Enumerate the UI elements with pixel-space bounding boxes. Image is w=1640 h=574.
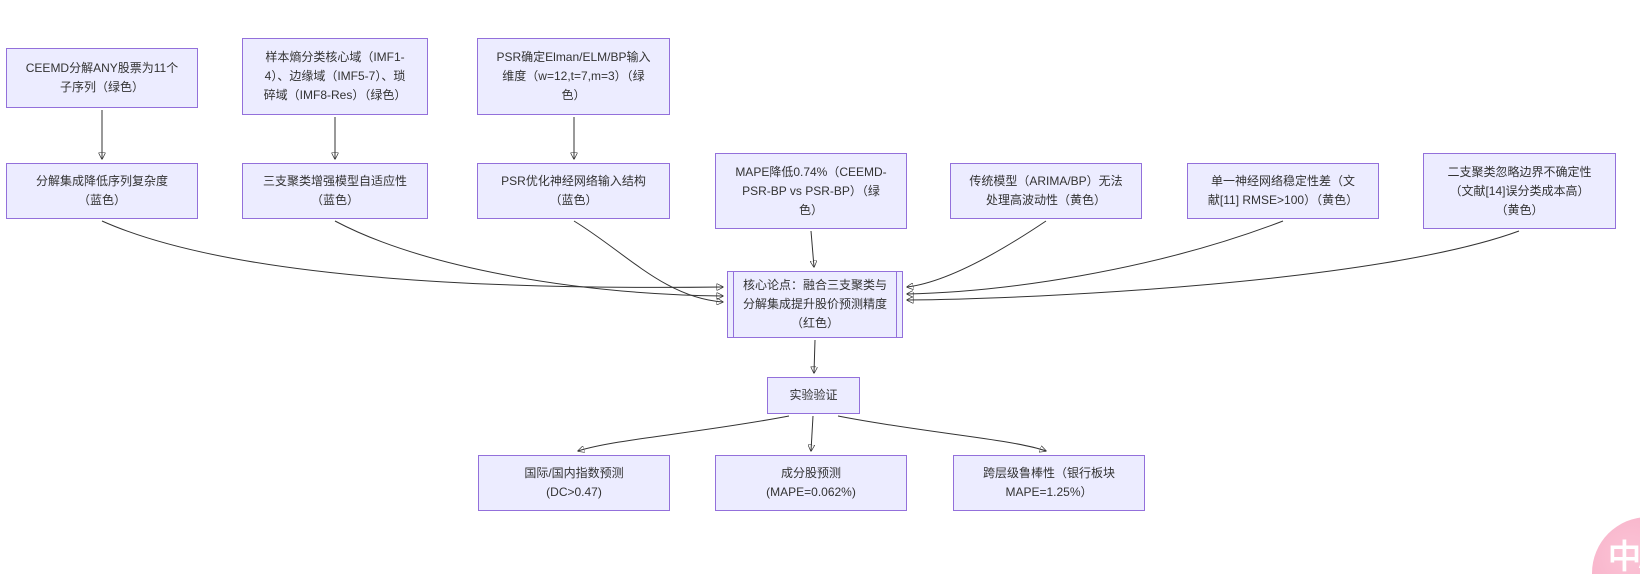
edge-single-nn-to-core [907,220,1284,294]
node-sample-entropy-classification: 样本熵分类核心域（IMF1- 4）、边缘域（IMF5-7）、琐 碎域（IMF8-… [242,38,428,115]
edge-three-way-to-core [334,220,723,296]
edge-experiment-to-component-pred [811,415,813,451]
node-index-prediction: 国际/国内指数预测 (DC>0.47) [478,455,670,511]
node-decomposition-ensemble: 分解集成降低序列复杂度 （蓝色） [6,163,198,219]
translate-badge-label: 中A [1608,538,1640,574]
edge-decomposition-to-core [101,220,723,287]
edge-two-way-to-core [907,230,1520,300]
node-experiment-validation: 实验验证 [767,377,860,414]
edge-experiment-to-index-pred [578,415,790,451]
node-traditional-model-limit: 传统模型（ARIMA/BP）无法 处理高波动性（黄色） [950,163,1142,219]
node-two-way-clustering-limit: 二支聚类忽略边界不确定性 （文献[14]误分类成本高） （黄色） [1423,153,1616,229]
edge-psr-opt-to-core [573,220,723,302]
node-ceemd-decomposition: CEEMD分解ANY股票为11个 子序列（绿色） [6,48,198,108]
node-psr-input-dimension: PSR确定Elman/ELM/BP输入 维度（w=12,t=7,m=3）（绿 色… [477,38,670,115]
node-three-way-clustering: 三支聚类增强模型自适应性 （蓝色） [242,163,428,219]
node-single-nn-instability: 单一神经网络稳定性差（文 献[11] RMSE>100）（黄色） [1187,163,1379,219]
edge-mape-gain-to-core [811,230,814,267]
node-component-stock-prediction: 成分股预测 (MAPE=0.062%) [715,455,907,511]
node-cross-level-robustness: 跨层级鲁棒性（银行板块 MAPE=1.25%） [953,455,1145,511]
edge-experiment-to-robustness [837,415,1046,451]
edge-core-to-experiment [814,339,815,373]
edge-traditional-to-core [907,220,1047,287]
node-psr-optimization: PSR优化神经网络输入结构 （蓝色） [477,163,670,219]
node-core-thesis: 核心论点：融合三支聚类与 分解集成提升股价预测精度 （红色） [727,271,903,338]
translate-badge[interactable]: 中A こ [1592,517,1640,574]
node-mape-improvement: MAPE降低0.74%（CEEMD- PSR-BP vs PSR-BP）（绿 色… [715,153,907,229]
